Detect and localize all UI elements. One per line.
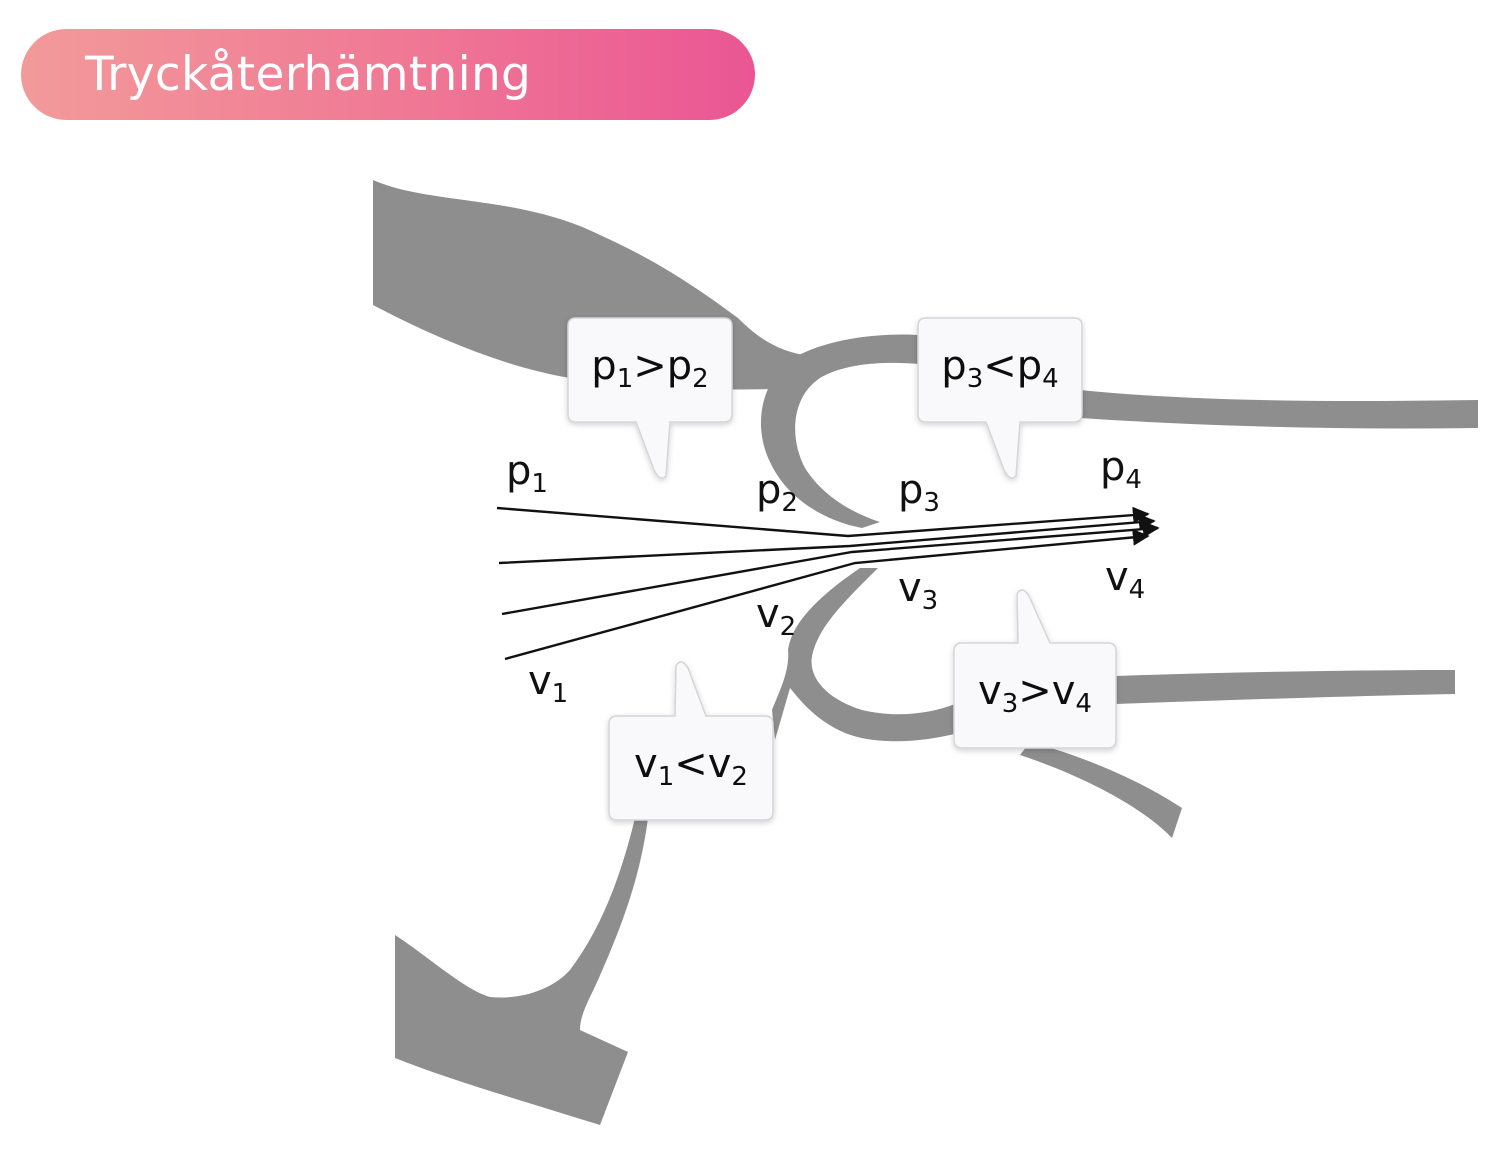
callout-text: v1<v2 xyxy=(634,741,748,792)
streamline-3 xyxy=(501,520,1160,616)
callout-shape xyxy=(953,589,1117,749)
lower-outlet-wall xyxy=(1115,670,1455,704)
callout-shape xyxy=(917,317,1083,479)
vessel-walls xyxy=(373,180,1478,1125)
label-p3: p3 xyxy=(898,467,940,518)
label-p1: p1 xyxy=(506,448,548,499)
label-p2: p2 xyxy=(756,467,798,518)
callout-shape xyxy=(567,317,733,479)
streamline-2 xyxy=(498,513,1156,565)
callout-text: p1>p2 xyxy=(591,343,708,394)
callout-v3-gt-v4: v3>v4 xyxy=(953,589,1117,749)
streamlines xyxy=(496,506,1160,661)
lower-diagonal-tail xyxy=(1020,742,1182,838)
streamline-4 xyxy=(504,529,1150,661)
callout-v1-lt-v2: v1<v2 xyxy=(608,661,774,821)
callout-p1-gt-p2: p1>p2 xyxy=(567,317,733,479)
label-v4: v4 xyxy=(1105,554,1145,605)
callout-shape xyxy=(608,661,774,821)
page-title: Tryckåterhämtning xyxy=(85,47,532,102)
label-v3: v3 xyxy=(898,565,938,616)
title-banner: Tryckåterhämtning xyxy=(21,29,755,120)
callout-text: p3<p4 xyxy=(941,343,1058,394)
point-labels: p1 p2 p3 p4 v1 v2 v3 v4 xyxy=(506,444,1145,709)
callout-p3-lt-p4: p3<p4 xyxy=(917,317,1083,479)
upper-outlet-wall xyxy=(1080,390,1478,429)
label-p4: p4 xyxy=(1100,444,1142,495)
label-v2: v2 xyxy=(756,591,796,642)
streamline-1 xyxy=(496,506,1150,538)
lower-inlet-wall xyxy=(395,818,648,1125)
label-v1: v1 xyxy=(528,658,568,709)
upper-valve-lip xyxy=(760,334,948,528)
callout-text: v3>v4 xyxy=(978,668,1092,719)
lower-valve-seat xyxy=(772,568,958,742)
